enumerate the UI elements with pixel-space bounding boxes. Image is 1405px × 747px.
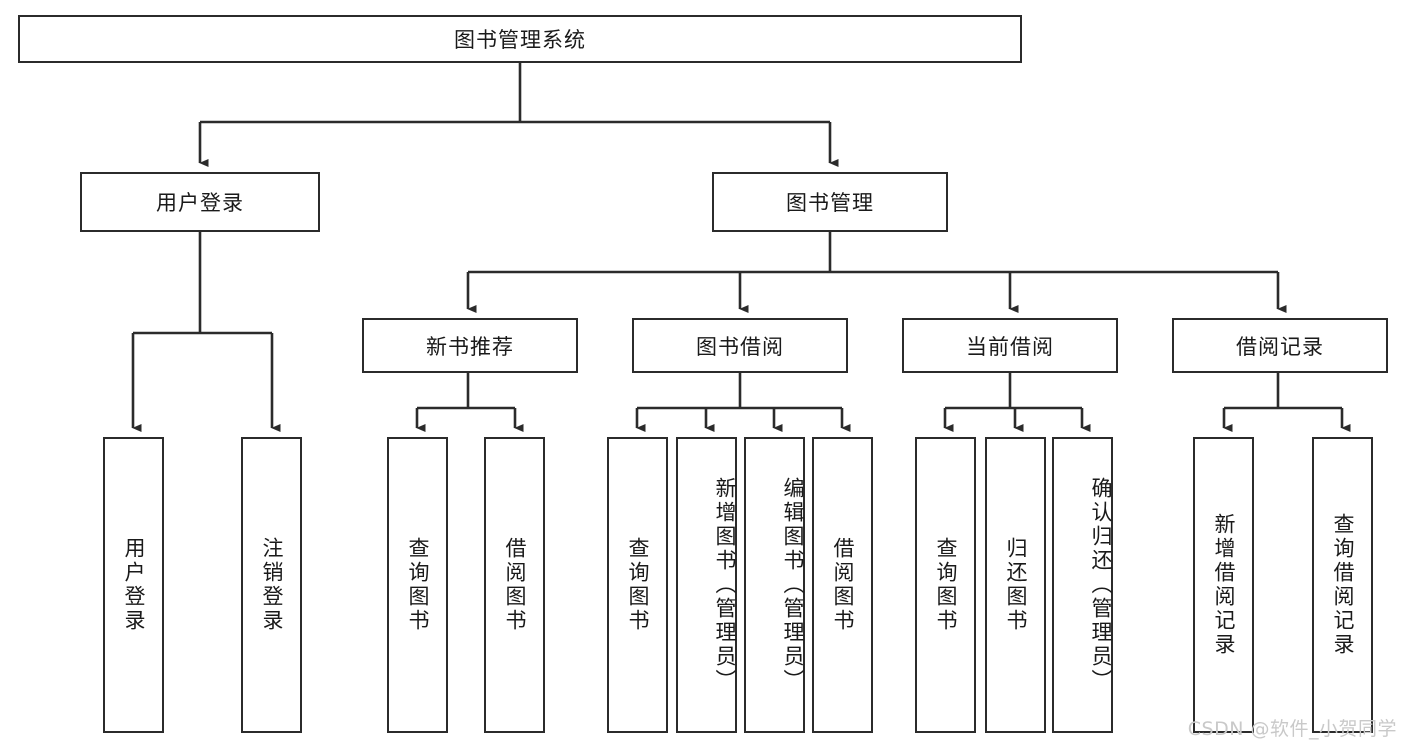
leaf-edit-book-admin[interactable]: 编辑图书（管理员） [744,437,805,733]
node-label: 新书推荐 [426,334,514,359]
node-label: 借阅图书 [503,537,527,633]
leaf-query-book-borrow[interactable]: 查询图书 [607,437,668,733]
node-label: 用户登录 [122,537,146,633]
node-book-borrow[interactable]: 图书借阅 [632,318,848,373]
node-current-borrow[interactable]: 当前借阅 [902,318,1118,373]
node-label: 用户登录 [156,191,244,215]
leaf-query-book-recommend[interactable]: 查询图书 [387,437,448,733]
node-label: 新增图书（管理员） [713,477,737,693]
node-label: 注销登录 [260,537,284,633]
leaf-confirm-return-admin[interactable]: 确认归还（管理员） [1052,437,1113,733]
node-label: 查询图书 [934,537,958,633]
node-label: 当前借阅 [966,334,1054,359]
node-label: 归还图书 [1004,537,1028,633]
leaf-query-book-current[interactable]: 查询图书 [915,437,976,733]
node-label: 图书管理系统 [454,28,586,52]
node-user-login[interactable]: 用户登录 [80,172,320,232]
leaf-return-book[interactable]: 归还图书 [985,437,1046,733]
node-label: 查询借阅记录 [1331,513,1355,657]
leaf-borrow-book-recommend[interactable]: 借阅图书 [484,437,545,733]
node-label: 借阅记录 [1236,334,1324,359]
leaf-add-book-admin[interactable]: 新增图书（管理员） [676,437,737,733]
leaf-add-borrow-record[interactable]: 新增借阅记录 [1193,437,1254,733]
node-label: 查询图书 [406,537,430,633]
node-label: 图书管理 [786,191,874,215]
node-label: 编辑图书（管理员） [781,477,805,693]
node-label: 图书借阅 [696,334,784,359]
leaf-logout[interactable]: 注销登录 [241,437,302,733]
node-label: 借阅图书 [831,537,855,633]
node-new-book-recommend[interactable]: 新书推荐 [362,318,578,373]
node-root-system[interactable]: 图书管理系统 [18,15,1022,63]
node-label: 新增借阅记录 [1212,513,1236,657]
node-label: 确认归还（管理员） [1089,477,1113,693]
leaf-borrow-book[interactable]: 借阅图书 [812,437,873,733]
leaf-query-borrow-record[interactable]: 查询借阅记录 [1312,437,1373,733]
leaf-user-login[interactable]: 用户登录 [103,437,164,733]
node-borrow-record[interactable]: 借阅记录 [1172,318,1388,373]
csdn-watermark: CSDN @软件_小贺同学 [1187,718,1397,740]
node-book-management[interactable]: 图书管理 [712,172,948,232]
node-label: 查询图书 [626,537,650,633]
